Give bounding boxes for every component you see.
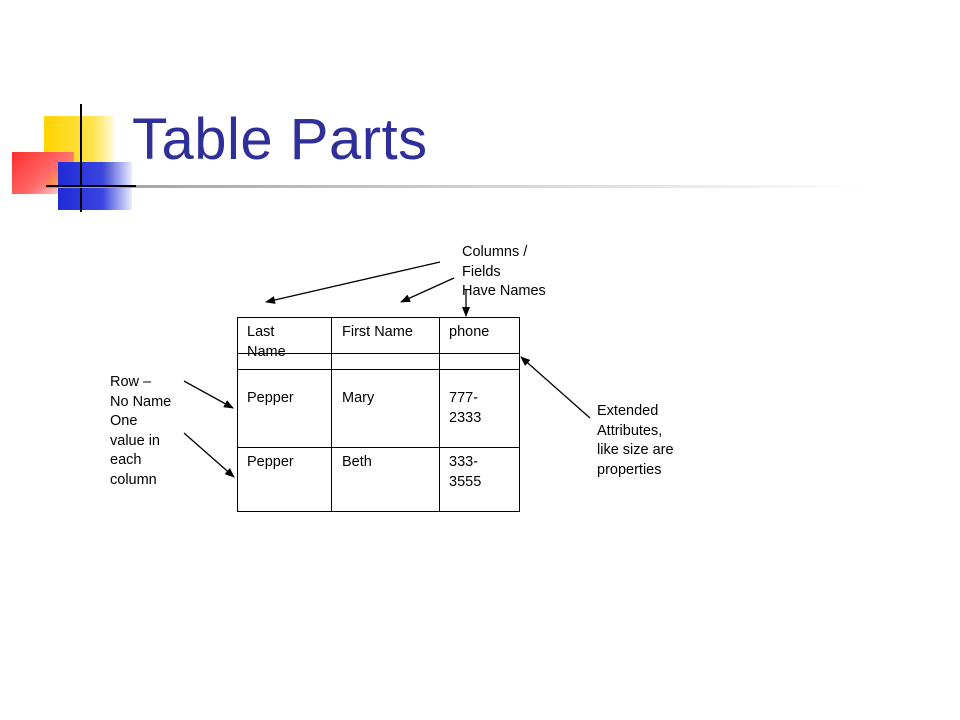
arrow-to-second-row: [183, 432, 235, 478]
columns-annotation: Columns / Fields Have Names: [462, 244, 546, 299]
table-cell: 777- 2333: [449, 390, 482, 426]
header-cell-last-name: Last Name: [247, 324, 286, 360]
table-cell: Mary: [342, 390, 375, 406]
table-cell: Pepper: [247, 390, 294, 406]
arrow-to-last-name-column: [265, 261, 441, 304]
example-table: Last Name First Name phone Pepper Mary 7…: [237, 317, 520, 512]
title-underline: [46, 185, 876, 188]
attributes-row-divider: [238, 369, 519, 370]
decorative-vertical-line: [80, 104, 82, 212]
decorative-horizontal-line: [46, 185, 136, 187]
table-cell: 333- 3555: [449, 454, 482, 490]
page-title: Table Parts: [132, 107, 428, 172]
extended-attributes-annotation: Extended Attributes, like size are prope…: [597, 403, 674, 478]
column-divider: [439, 318, 440, 511]
header-cell-phone: phone: [449, 324, 490, 340]
column-divider: [331, 318, 332, 511]
table-cell: Beth: [342, 454, 372, 470]
table-cell: Pepper: [247, 454, 294, 470]
header-cell-first-name: First Name: [342, 324, 413, 340]
row-divider: [238, 447, 519, 448]
arrow-to-attributes-row: [520, 356, 591, 419]
rows-annotation: Row – No Name One value in each column: [110, 374, 172, 488]
arrow-to-first-row: [183, 380, 234, 409]
header-divider: [238, 353, 519, 354]
arrow-to-first-name-column: [400, 277, 455, 303]
